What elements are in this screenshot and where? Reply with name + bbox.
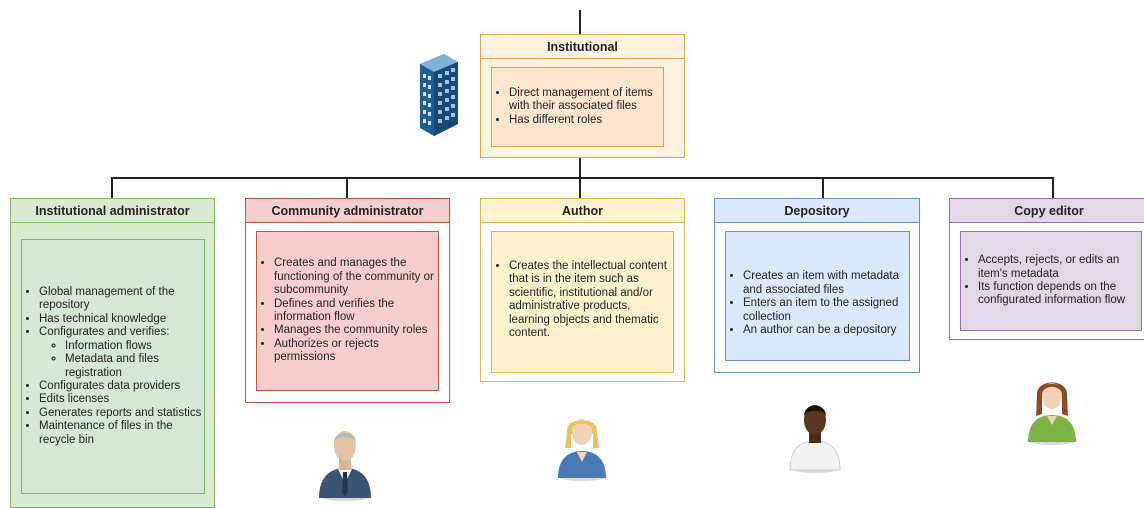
copy-editor-box: Copy editor Accepts, rejects, or edits a… <box>949 198 1144 340</box>
list-item: Creates the intellectual content that is… <box>509 260 673 340</box>
copy-editor-title: Copy editor <box>950 199 1144 223</box>
sub-list-item: Information flows <box>65 340 204 353</box>
list-item: Has different roles <box>509 114 663 127</box>
connector-top <box>579 10 581 34</box>
author-list: Creates the intellectual content that is… <box>491 231 674 373</box>
community-administrator-box: Community administrator Creates and mana… <box>245 198 450 403</box>
list-item: Authorizes or rejects permissions <box>274 338 438 365</box>
connector-admin <box>111 177 113 198</box>
institutional-administrator-title: Institutional administrator <box>11 199 214 223</box>
list-item: Maintenance of files in the recycle bin <box>39 420 204 447</box>
depository-list: Creates an item with metadata and associ… <box>725 231 910 361</box>
author-box: Author Creates the intellectual content … <box>480 198 685 382</box>
community-administrator-title: Community administrator <box>246 199 449 223</box>
woman-green-icon <box>1027 382 1077 445</box>
sub-list-item: Metadata and files registration <box>65 353 204 380</box>
list-item: Edits licenses <box>39 393 204 406</box>
list-item: Has technical knowledge <box>39 313 204 326</box>
list-item: Accepts, rejects, or edits an item's met… <box>978 254 1141 281</box>
list-item: Defines and verifies the information flo… <box>274 298 438 325</box>
depository-box: Depository Creates an item with metadata… <box>714 198 920 373</box>
institutional-administrator-box: Institutional administrator Global manag… <box>10 198 215 508</box>
list-item: Its function depends on the configurated… <box>978 281 1141 308</box>
depository-title: Depository <box>715 199 919 223</box>
connector-institutional-down <box>579 157 581 178</box>
connector-depository <box>822 177 824 198</box>
list-item: Generates reports and statistics <box>39 407 204 420</box>
building-icon <box>420 54 458 136</box>
institutional-title: Institutional <box>481 35 684 59</box>
list-item: An author can be a depository <box>743 324 909 337</box>
institutional-administrator-list: Global management of the repository Has … <box>21 239 205 494</box>
connector-community <box>346 177 348 198</box>
list-item: Direct management of items with their as… <box>509 87 663 114</box>
list-item: Creates and manages the functioning of t… <box>274 257 438 297</box>
list-item: Enters an item to the assigned collectio… <box>743 297 909 324</box>
institutional-list: Direct management of items with their as… <box>491 67 664 147</box>
connector-copyeditor <box>1052 177 1054 198</box>
list-item: Global management of the repository <box>39 286 204 313</box>
institutional-box: Institutional Direct management of items… <box>480 34 685 158</box>
connector-horizontal <box>111 177 1054 179</box>
community-administrator-list: Creates and manages the functioning of t… <box>256 231 439 391</box>
man-icon <box>789 405 841 473</box>
woman-icon <box>557 419 607 481</box>
businessman-icon <box>319 431 371 501</box>
author-title: Author <box>481 199 684 223</box>
list-item: Configurates and verifies: Information f… <box>39 326 204 380</box>
list-item: Manages the community roles <box>274 324 438 337</box>
list-item: Creates an item with metadata and associ… <box>743 270 909 297</box>
copy-editor-list: Accepts, rejects, or edits an item's met… <box>960 231 1142 331</box>
list-item: Configurates data providers <box>39 380 204 393</box>
connector-author <box>579 177 581 198</box>
